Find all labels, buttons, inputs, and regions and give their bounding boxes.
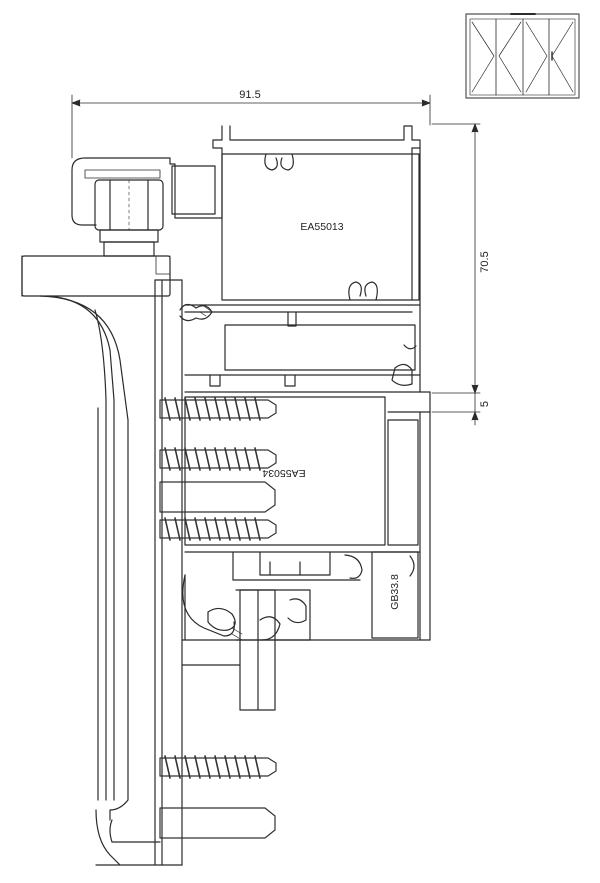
dimension-height <box>431 123 481 394</box>
sub-frame-profile <box>181 396 431 711</box>
dowel-icon <box>159 807 276 839</box>
screw-icon <box>159 517 277 541</box>
screw-icon <box>159 755 277 779</box>
glazing-bead-code: GB33.8 <box>389 574 401 610</box>
sub-frame-code: EA55034 <box>262 467 305 479</box>
dimension-step <box>431 392 481 426</box>
head-frame-code: EA55013 <box>300 221 343 233</box>
dimension-width <box>71 94 431 159</box>
head-frame-profile <box>71 125 431 413</box>
screw-icon <box>159 447 277 471</box>
sash-cap <box>21 255 171 297</box>
dowel-icon <box>159 481 276 513</box>
dimension-height-label: 70.5 <box>479 251 491 272</box>
dimension-width-label: 91.5 <box>239 89 260 101</box>
dimension-step-label: 5 <box>479 401 491 407</box>
sash-profile-left <box>39 279 183 866</box>
screw-icon <box>159 397 277 421</box>
spindle-roller <box>94 179 164 257</box>
fixing-screws <box>159 397 277 839</box>
bifold-door-thumbnail-icon <box>465 13 580 99</box>
